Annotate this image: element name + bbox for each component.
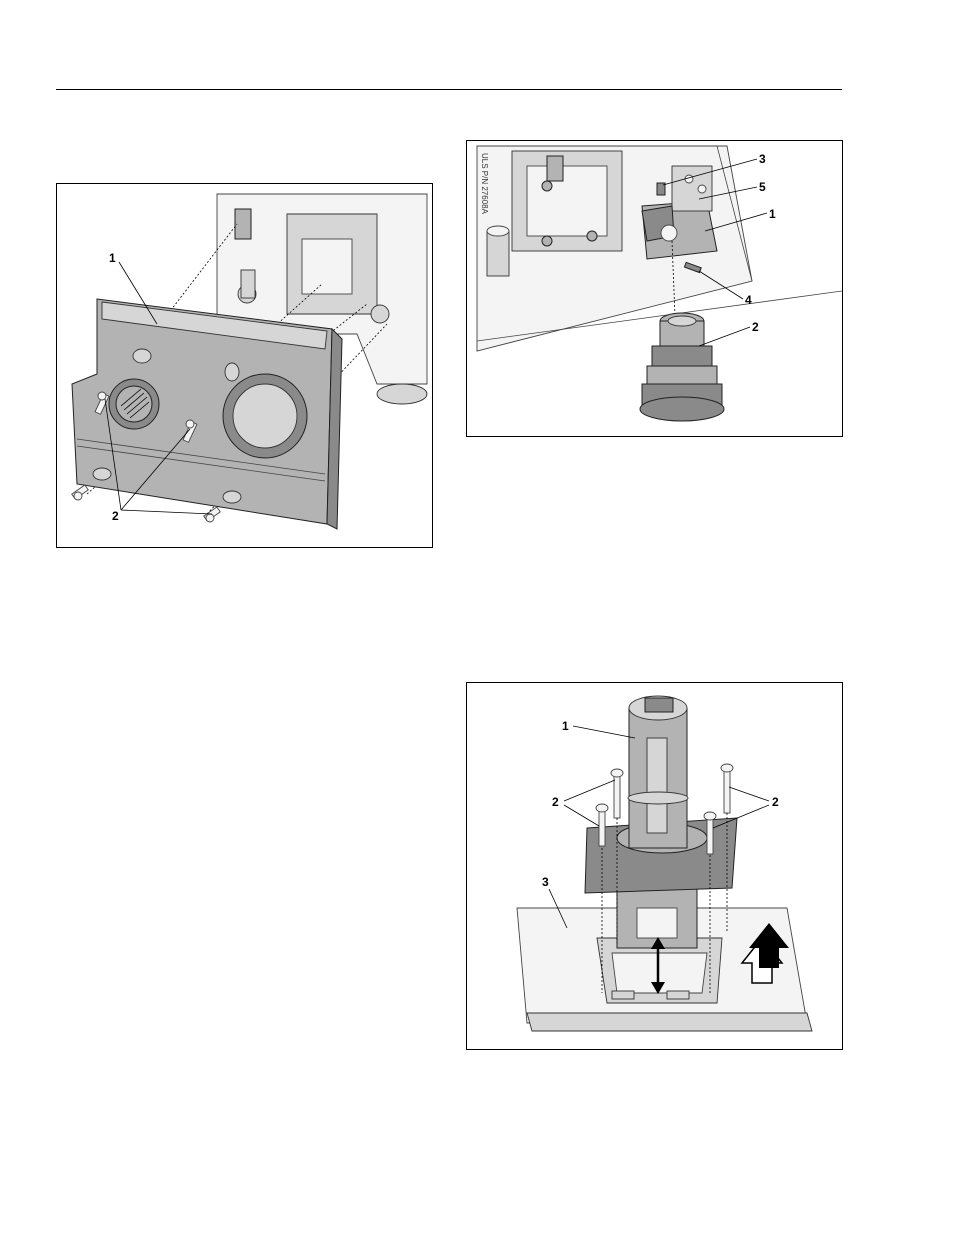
figure-focus-assembly: 1 2 2 3 — [466, 682, 843, 1050]
focus-assembly-illustration: 1 2 2 3 — [467, 683, 842, 1049]
callout-1: 1 — [562, 719, 569, 733]
lens-mount-illustration: ULS P/N 27608A 3 5 1 4 — [467, 141, 842, 436]
callout-1: 1 — [109, 251, 116, 265]
header-rule — [56, 89, 842, 90]
callout-4: 4 — [745, 293, 752, 307]
front-panel-illustration: 1 2 — [57, 184, 432, 547]
callout-2: 2 — [112, 509, 119, 523]
callout-2: 2 — [752, 320, 759, 334]
callout-3: 3 — [759, 152, 766, 166]
figure-lens-mount: ULS P/N 27608A 3 5 1 4 — [466, 140, 843, 437]
callout-3: 3 — [542, 875, 549, 889]
callout-2-left: 2 — [552, 795, 559, 809]
callout-1: 1 — [769, 207, 776, 221]
callout-2-right: 2 — [772, 795, 779, 809]
figure-front-panel-removal: 1 2 — [56, 183, 433, 548]
callout-5: 5 — [759, 180, 766, 194]
part-number-marking: ULS P/N 27608A — [480, 153, 489, 215]
